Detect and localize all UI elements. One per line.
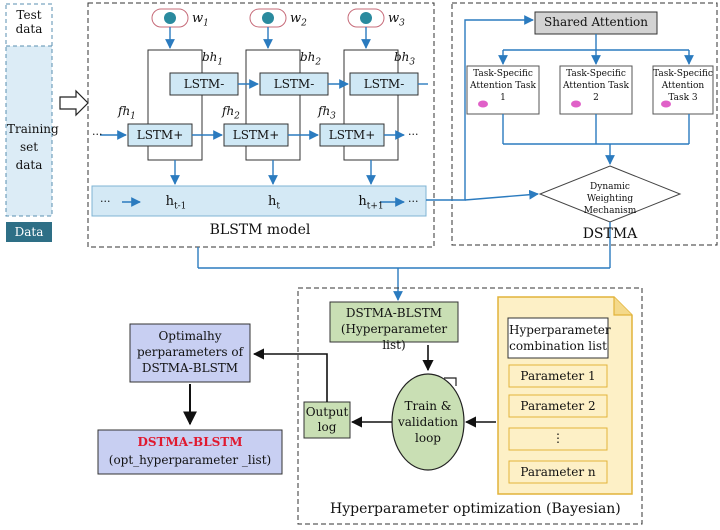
param-box — [508, 460, 608, 484]
final-model-title: DSTMA-BLSTM — [137, 435, 243, 449]
dynamic-weighting-label: Dynamic Weighting Mechanism — [583, 182, 637, 216]
dstma-title: DSTMA — [582, 226, 638, 242]
blstm-container — [87, 2, 435, 248]
lstm-forward-label-2: LSTM+ — [232, 128, 280, 142]
brain-icon — [571, 100, 581, 108]
lstm-backward-label-2: LSTM- — [273, 77, 315, 91]
fh-label-3: fh3 — [318, 104, 336, 122]
hidden-state-3: ht+1 — [358, 194, 384, 212]
shared-attention-label: Shared Attention — [544, 15, 648, 29]
hyper-container — [297, 287, 643, 525]
bh-label-3: bh3 — [394, 50, 416, 68]
to-dynamic-arrow — [464, 189, 539, 201]
bh-label-2: bh2 — [300, 50, 322, 68]
final-model-subtitle: (opt_hyperparameter _list) — [108, 453, 272, 467]
optimal-params-label: Optimalhy perparameters of DSTMA-BLSTM — [136, 329, 244, 375]
input-eye-icon — [151, 8, 189, 28]
combination-list-label: Hyperparameter combination list — [509, 323, 611, 353]
param-box — [508, 427, 608, 451]
training-data-label: Training set data — [7, 122, 59, 172]
paper-fold-icon — [613, 297, 632, 316]
brain-icon — [661, 100, 671, 108]
fh-label-1: fh1 — [118, 104, 136, 122]
hidden-state-1: ht-1 — [165, 194, 187, 212]
output-log-label: Output log — [305, 405, 349, 434]
task-label-1: Task-Specific Attention Task 1 — [469, 69, 536, 103]
input-label-2: w2 — [290, 11, 307, 29]
input-eye-icon — [249, 8, 287, 28]
ellipsis-band-right: ··· — [408, 195, 419, 208]
ellipsis-forward-right: ··· — [408, 128, 419, 141]
param-box — [508, 364, 608, 388]
blstm-title: BLSTM model — [209, 222, 311, 238]
train-loop-label: Train & validation loop — [397, 399, 459, 445]
data-footer — [6, 222, 52, 242]
task-label-3: Task-Specific Attention Task 3 — [653, 69, 713, 103]
lstm-backward-label-1: LSTM- — [183, 77, 225, 91]
hidden-state-2: ht — [268, 194, 280, 212]
input-label-3: w3 — [388, 11, 405, 29]
hollow-arrow-icon — [59, 89, 89, 117]
param-box — [508, 394, 608, 418]
output-log-box — [303, 401, 351, 439]
ellipsis-band-left: ··· — [100, 195, 111, 208]
param-label-1: Parameter 1 — [520, 369, 596, 383]
data-footer-label: Data — [14, 225, 44, 239]
hidden-state-band — [91, 185, 427, 217]
optimal-params-box — [129, 323, 251, 383]
task-label-2: Task-Specific Attention Task 2 — [562, 69, 629, 103]
param-label-n: Parameter n — [520, 465, 596, 479]
param-label-ellipsis: ⋮ — [552, 431, 564, 445]
fh-label-2: fh2 — [222, 104, 240, 122]
training-data-region — [5, 45, 53, 217]
dstma-container — [451, 2, 718, 246]
input-label-1: w1 — [192, 11, 209, 29]
brain-icon — [478, 100, 488, 108]
bh-label-1: bh1 — [202, 50, 224, 68]
loop-tab-icon — [444, 377, 457, 386]
final-model-box — [97, 429, 283, 475]
lstm-forward-label-1: LSTM+ — [136, 128, 184, 142]
lstm-forward-label-3: LSTM+ — [328, 128, 376, 142]
log-to-optimal-arrow — [252, 348, 328, 402]
ellipsis-forward-left: ··· — [92, 128, 103, 141]
hyper-title: Hyperparameter optimization (Bayesian) — [330, 501, 621, 517]
test-data-label: Test data — [15, 8, 43, 36]
lstm-backward-label-3: LSTM- — [363, 77, 405, 91]
input-eye-icon — [347, 8, 385, 28]
dstma-blstm-list-label: DSTMA-BLSTM (Hyperparameter list) — [340, 306, 448, 352]
param-label-2: Parameter 2 — [520, 399, 596, 413]
dstma-blstm-list-box — [329, 301, 459, 343]
to-shared-arrow — [426, 15, 534, 201]
combination-list-box — [507, 317, 609, 359]
